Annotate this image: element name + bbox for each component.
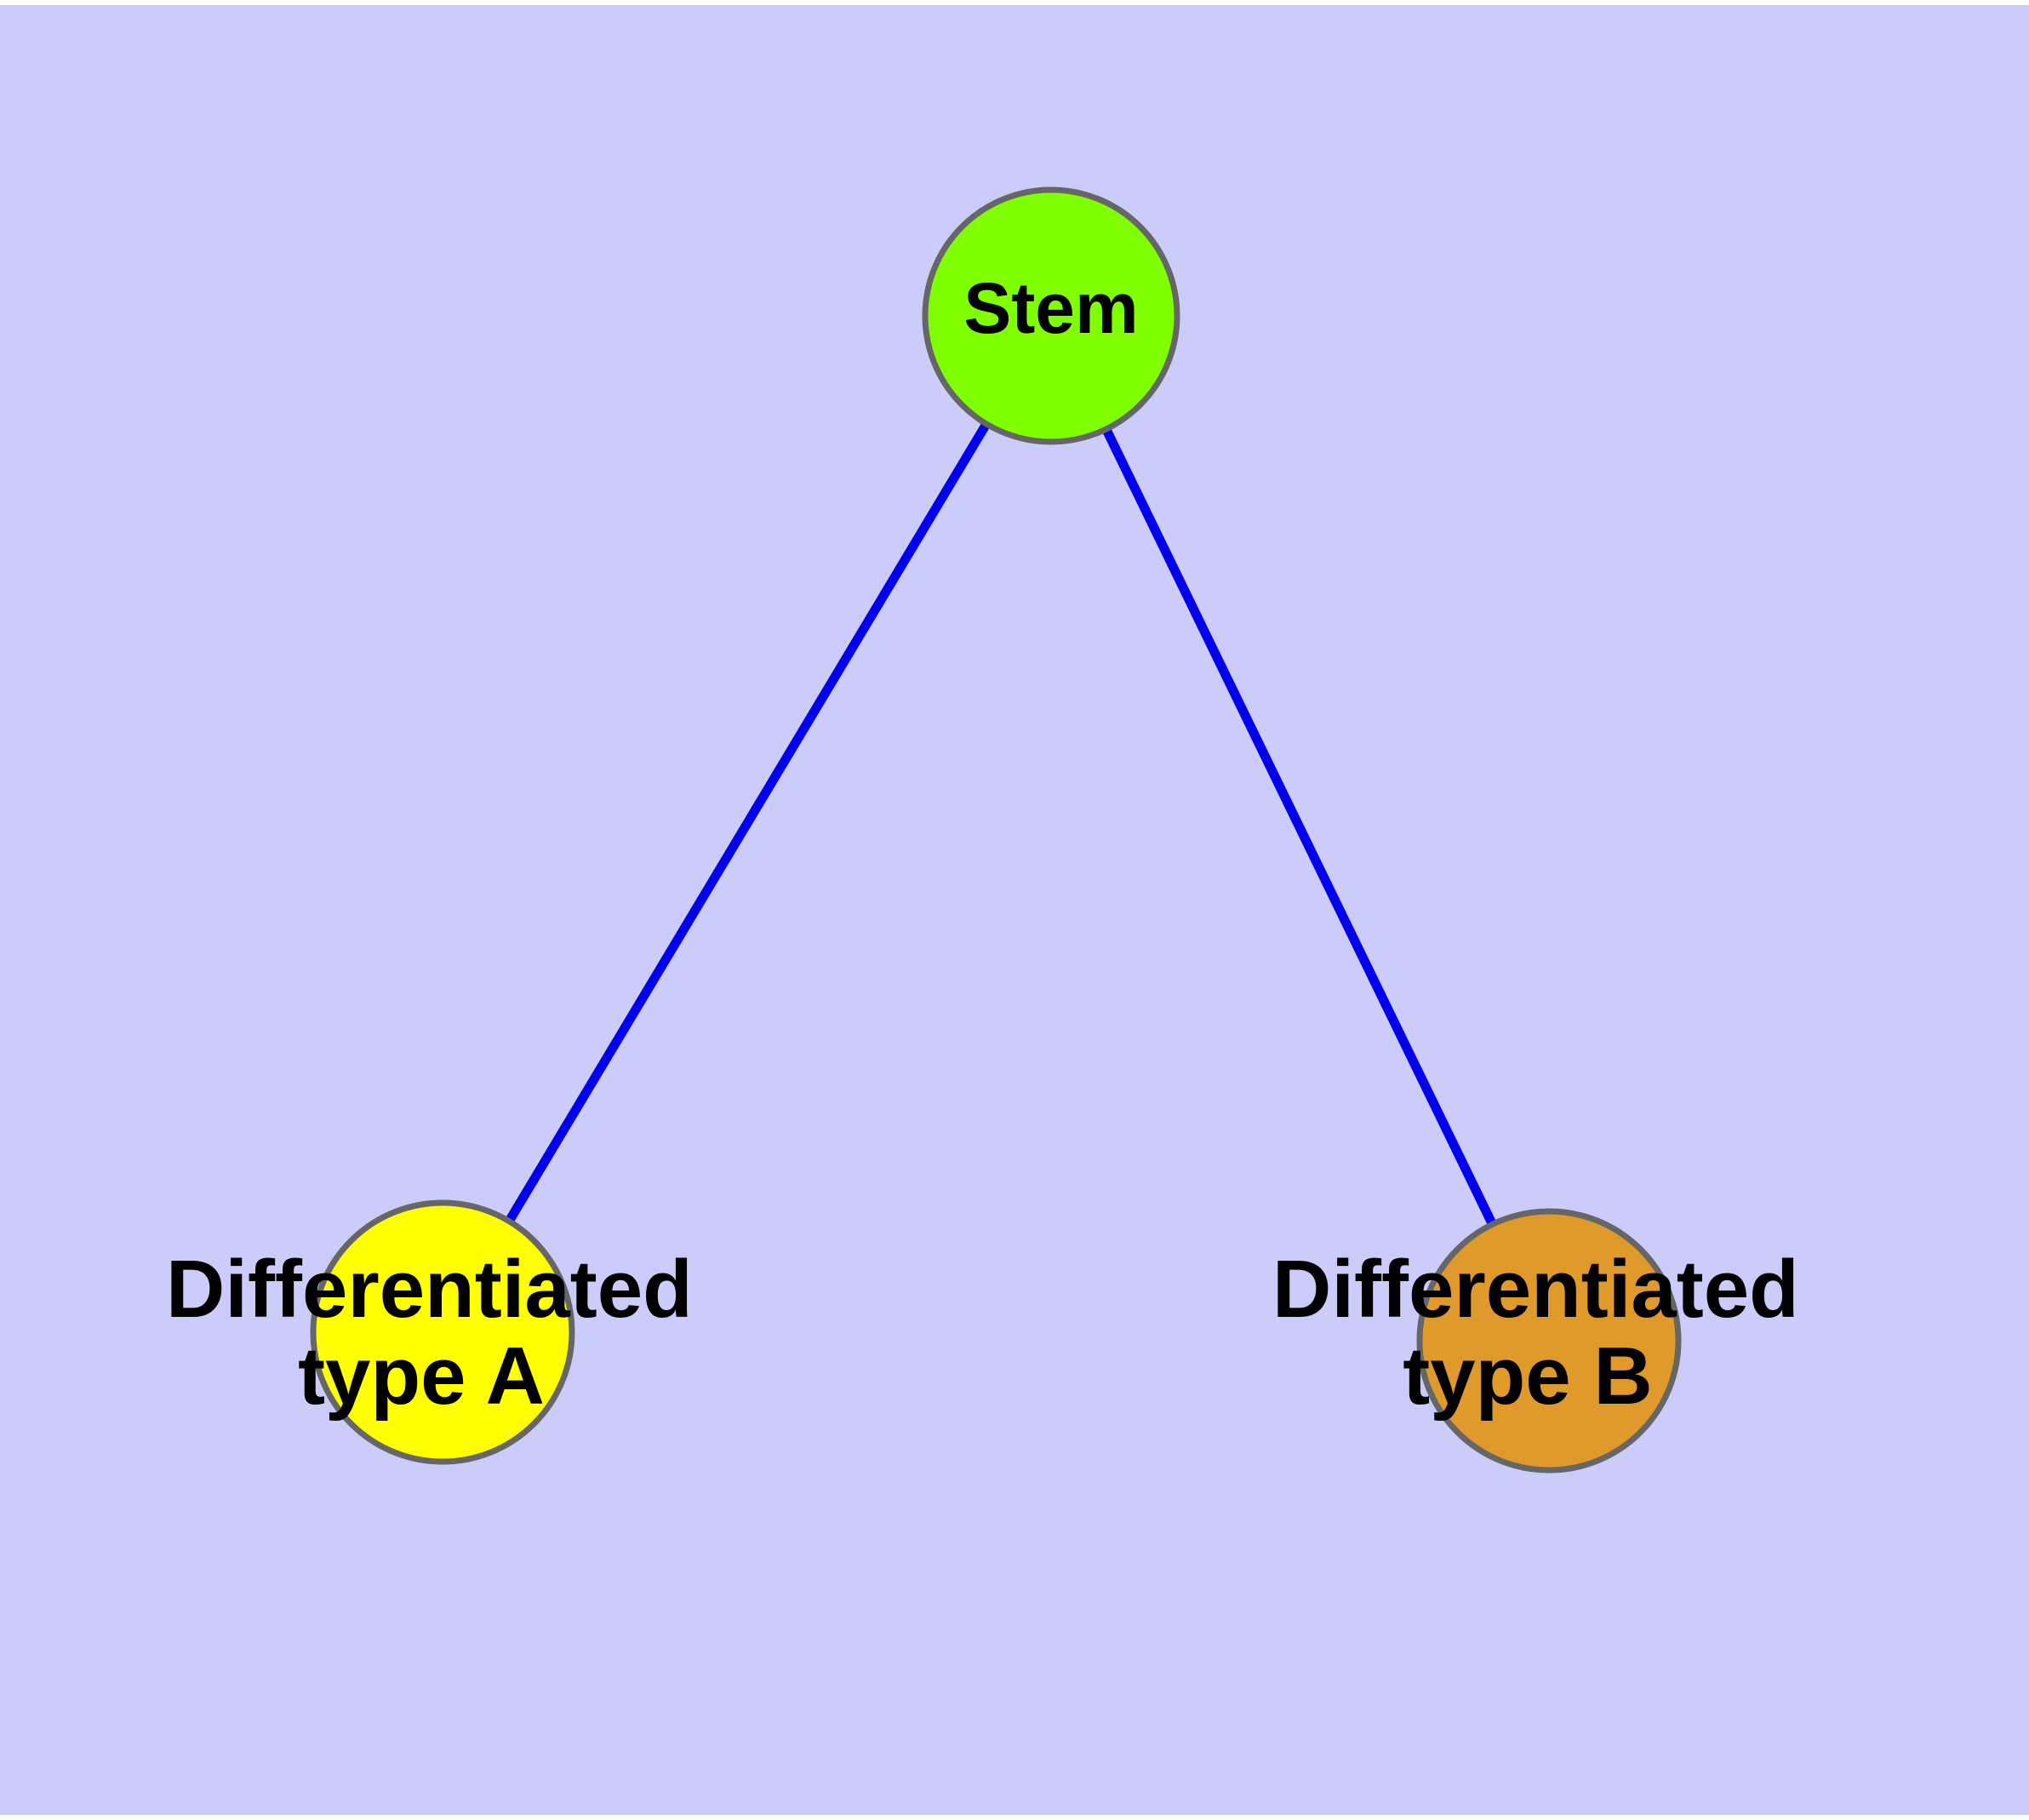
- node-circle-diff-a[interactable]: [310, 1199, 575, 1465]
- edge-stem-diff-a: [438, 313, 1055, 1335]
- node-layer: [310, 186, 1682, 1474]
- edge-stem-diff-b: [1047, 313, 1553, 1343]
- node-circle-diff-b[interactable]: [1416, 1208, 1682, 1474]
- node-circle-stem[interactable]: [922, 186, 1180, 445]
- edge-layer: [438, 313, 1553, 1343]
